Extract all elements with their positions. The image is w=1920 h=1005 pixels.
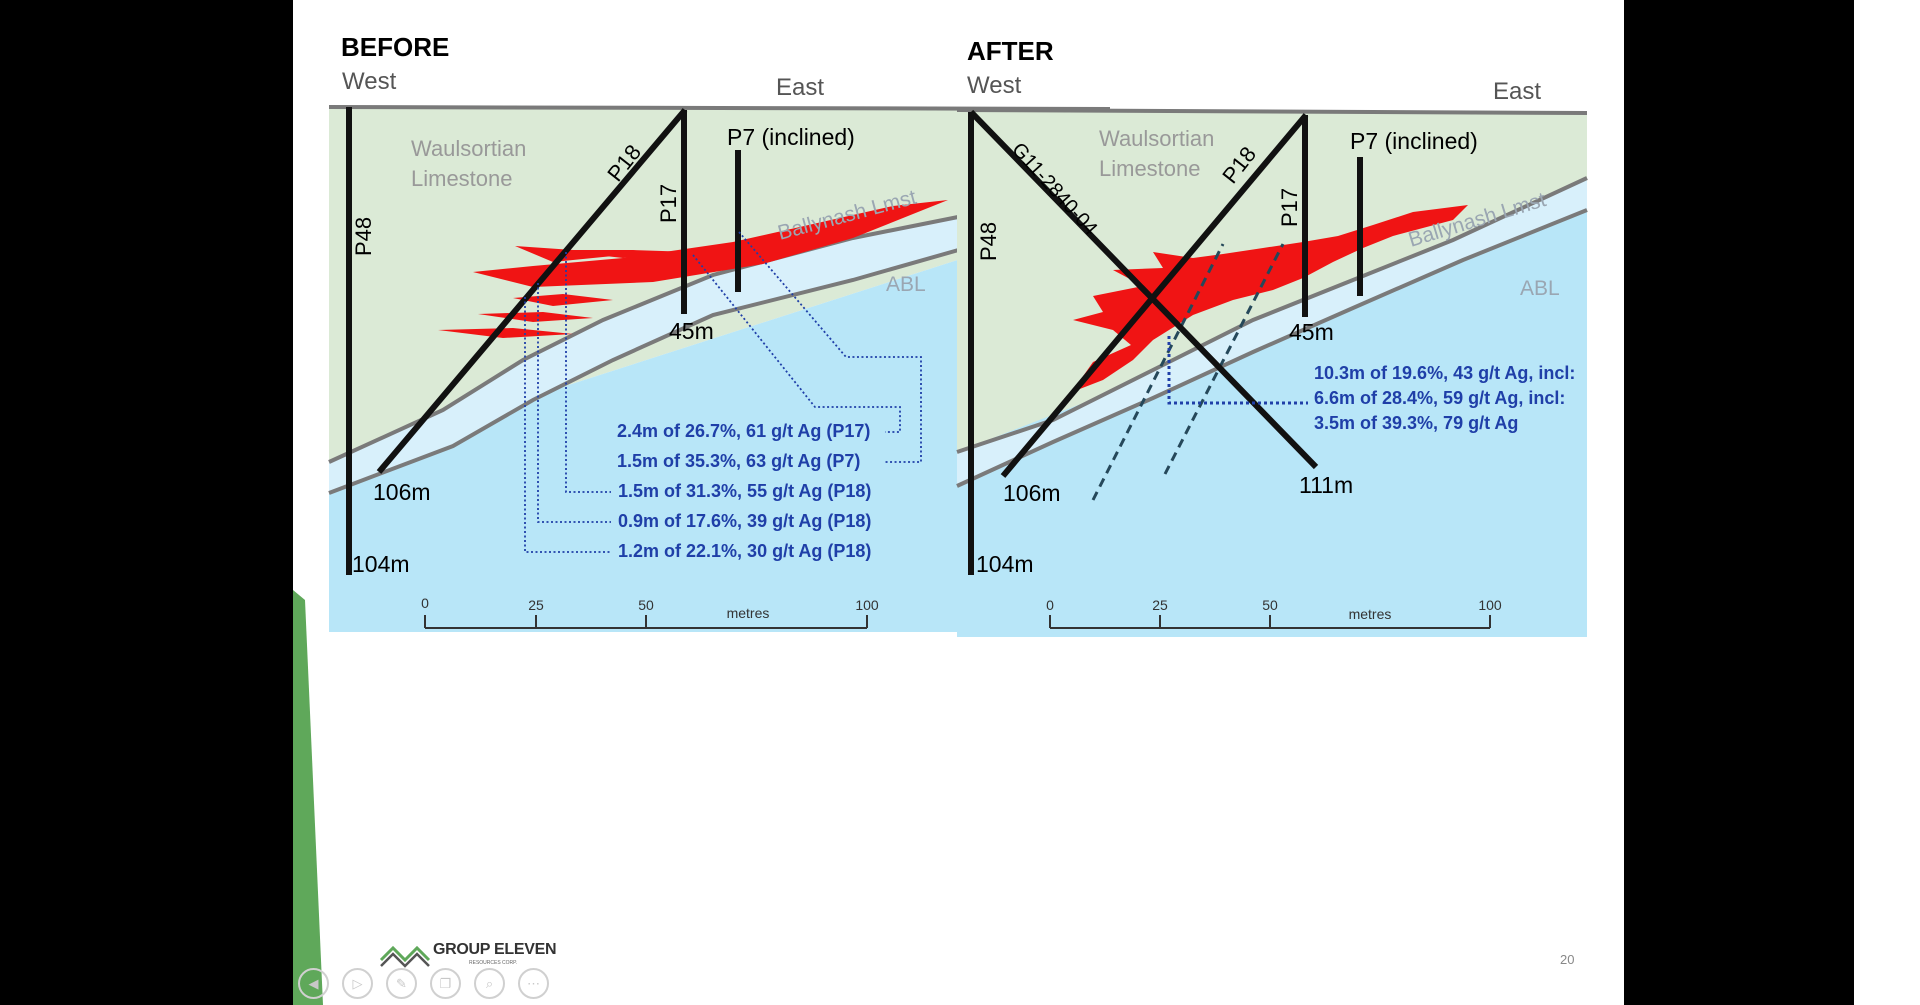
play-button[interactable]: ▷ (342, 968, 373, 999)
play-icon: ▷ (352, 975, 363, 991)
after-scale-tick-50: 50 (1262, 597, 1278, 613)
before-intercept-3: 1.5m of 31.3%, 55 g/t Ag (P18) (618, 481, 871, 501)
before-east-label: East (776, 74, 824, 101)
after-hole-p18 (1000, 113, 1309, 478)
before-hole-label-p17: P17 (656, 184, 681, 223)
logo-name: GROUP ELEVEN (433, 941, 557, 958)
more-button[interactable]: ⋯ (518, 968, 549, 999)
company-logo: GROUP ELEVEN RESOURCES CORP. (429, 938, 557, 968)
before-formation-upper-1: Waulsortian (411, 136, 526, 161)
slide: BEFORE West East (293, 0, 1624, 1005)
prev-icon: ◀ (308, 975, 319, 991)
copy-button[interactable]: ❐ (430, 968, 461, 999)
after-depth-p18: 106m (1003, 480, 1061, 506)
before-hole-label-p48: P48 (351, 217, 376, 256)
before-intercept-4: 0.9m of 17.6%, 39 g/t Ag (P18) (618, 511, 871, 531)
right-margin (1854, 0, 1920, 1005)
before-hole-p18 (376, 108, 688, 474)
before-scale-tick-25: 25 (528, 597, 544, 613)
after-intercepts: 10.3m of 19.6%, 43 g/t Ag, incl: 6.6m of… (1314, 363, 1575, 433)
before-scale-tick-0: 0 (421, 595, 429, 611)
after-intercept-3: 3.5m of 39.3%, 79 g/t Ag (1314, 413, 1518, 433)
after-scale-unit: metres (1349, 606, 1392, 622)
before-title: BEFORE (341, 32, 449, 62)
before-formation-lower: ABL (886, 273, 926, 296)
before-scale-unit: metres (727, 605, 770, 621)
after-intercept-1: 10.3m of 19.6%, 43 g/t Ag, incl: (1314, 363, 1575, 383)
after-west-label: West (967, 72, 1022, 99)
after-formation-upper-1: Waulsortian (1099, 126, 1214, 151)
before-ore-lenses (438, 200, 948, 338)
after-fault-2 (1163, 243, 1285, 475)
after-fault-1 (1091, 243, 1225, 501)
after-depth-g11: 111m (1299, 472, 1353, 498)
before-panel: BEFORE West East (328, 32, 1111, 632)
after-depth-p48: 104m (976, 551, 1034, 577)
right-black-bar (1624, 0, 1854, 1005)
zoom-button[interactable]: ⌕ (474, 968, 505, 999)
before-hole-label-p7: P7 (inclined) (727, 124, 855, 150)
before-depth-p18: 106m (373, 479, 431, 505)
after-surface (956, 108, 1588, 115)
before-intercept-1: 2.4m of 26.7%, 61 g/t Ag (P17) (617, 421, 870, 441)
before-depth-p48: 104m (352, 551, 410, 577)
after-title: AFTER (967, 36, 1054, 66)
after-scale-tick-0: 0 (1046, 597, 1054, 613)
after-ballynash-band (957, 178, 1587, 486)
before-formation-upper-2: Limestone (411, 166, 513, 191)
after-formation-lower: ABL (1520, 277, 1560, 300)
before-depth-p17: 45m (669, 318, 714, 344)
after-hole-g11 (968, 109, 1319, 470)
before-intercept-2: 1.5m of 35.3%, 63 g/t Ag (P7) (617, 451, 860, 471)
before-west-label: West (342, 68, 397, 95)
after-depth-p17: 45m (1289, 319, 1334, 345)
more-icon: ⋯ (527, 975, 540, 991)
after-east-label: East (1493, 78, 1541, 105)
after-scale-bar: 0 25 50 100 metres (1046, 597, 1502, 629)
after-panel: AFTER West East P48 G11-2840-04 (956, 36, 1588, 637)
before-ballynash-band (329, 176, 1110, 493)
page-number: 20 (1560, 952, 1575, 967)
before-intercept-5: 1.2m of 22.1%, 30 g/t Ag (P18) (618, 541, 871, 561)
before-scale-tick-100: 100 (855, 597, 879, 613)
after-intercept-2: 6.6m of 28.4%, 59 g/t Ag, incl: (1314, 388, 1565, 408)
copy-icon: ❐ (439, 975, 452, 991)
prev-slide-button[interactable]: ◀ (298, 968, 329, 999)
cross-section-figure: BEFORE West East (293, 32, 1588, 1005)
logo-mark-icon (379, 945, 431, 968)
before-contact-upper (328, 174, 1111, 464)
after-contact-lower (956, 208, 1588, 488)
after-scale-tick-100: 100 (1478, 597, 1502, 613)
after-hole-label-p17: P17 (1277, 188, 1302, 227)
before-scale-bar: 0 25 50 100 metres (421, 595, 879, 629)
pen-button[interactable]: ✎ (386, 968, 417, 999)
before-leader-lines (524, 231, 922, 553)
after-hole-label-p48: P48 (976, 222, 1001, 261)
after-leader-line (1167, 336, 1308, 405)
zoom-icon: ⌕ (485, 975, 494, 991)
before-intercepts: 2.4m of 26.7%, 61 g/t Ag (P17) 1.5m of 3… (617, 421, 871, 561)
pen-icon: ✎ (396, 975, 407, 991)
accent-wedge (293, 590, 323, 1005)
logo-subtitle: RESOURCES CORP. (469, 960, 518, 966)
after-hole-label-p7: P7 (inclined) (1350, 128, 1478, 154)
after-scale-tick-25: 25 (1152, 597, 1168, 613)
after-formation-upper-2: Limestone (1099, 156, 1201, 181)
before-scale-tick-50: 50 (638, 597, 654, 613)
